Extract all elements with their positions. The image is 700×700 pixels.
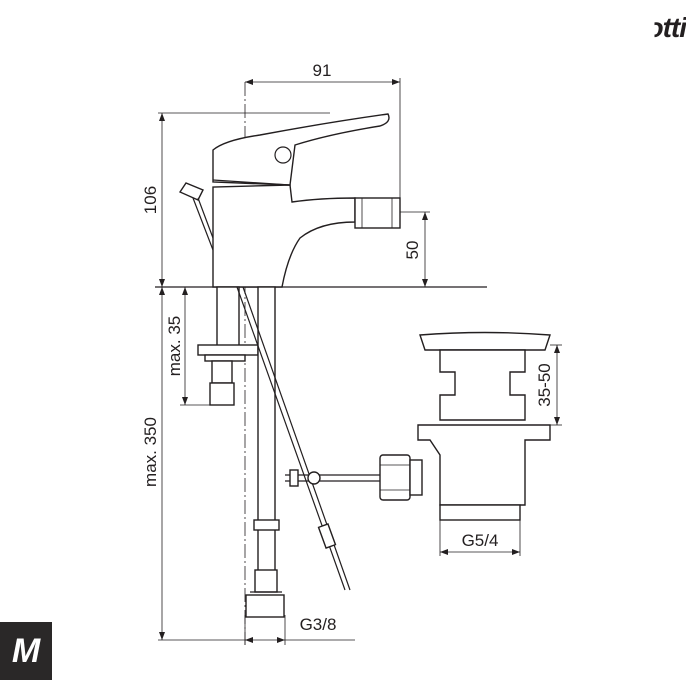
- svg-text:50: 50: [403, 241, 422, 260]
- svg-text:91: 91: [313, 61, 332, 80]
- dimension-g3-8: G3/8: [244, 615, 355, 645]
- dimension-91: 91: [245, 61, 401, 212]
- dimension-50: 50: [400, 211, 430, 287]
- dimension-106: 106: [141, 112, 330, 287]
- svg-text:35-50: 35-50: [535, 363, 554, 406]
- dimension-max-35: max. 35: [165, 287, 215, 406]
- svg-text:max. 350: max. 350: [141, 417, 160, 487]
- lift-rod-knob: [178, 182, 214, 251]
- dimension-35-50: 35-50: [535, 344, 562, 426]
- svg-text:G3/8: G3/8: [300, 615, 337, 634]
- dimension-g5-4: G5/4: [439, 520, 521, 556]
- faucet-body: [212, 113, 401, 288]
- svg-text:106: 106: [141, 186, 160, 214]
- pop-up-rod: [236, 286, 385, 591]
- mounting-stud: [197, 286, 259, 406]
- svg-text:max. 35: max. 35: [165, 316, 184, 376]
- dimension-max-350: max. 350: [141, 287, 250, 641]
- svg-text:G5/4: G5/4: [462, 531, 499, 550]
- brand-logo: otti: [646, 12, 686, 43]
- corner-logo: M: [0, 622, 52, 680]
- supply-pipe: [245, 286, 285, 618]
- pop-up-drain: [379, 331, 551, 521]
